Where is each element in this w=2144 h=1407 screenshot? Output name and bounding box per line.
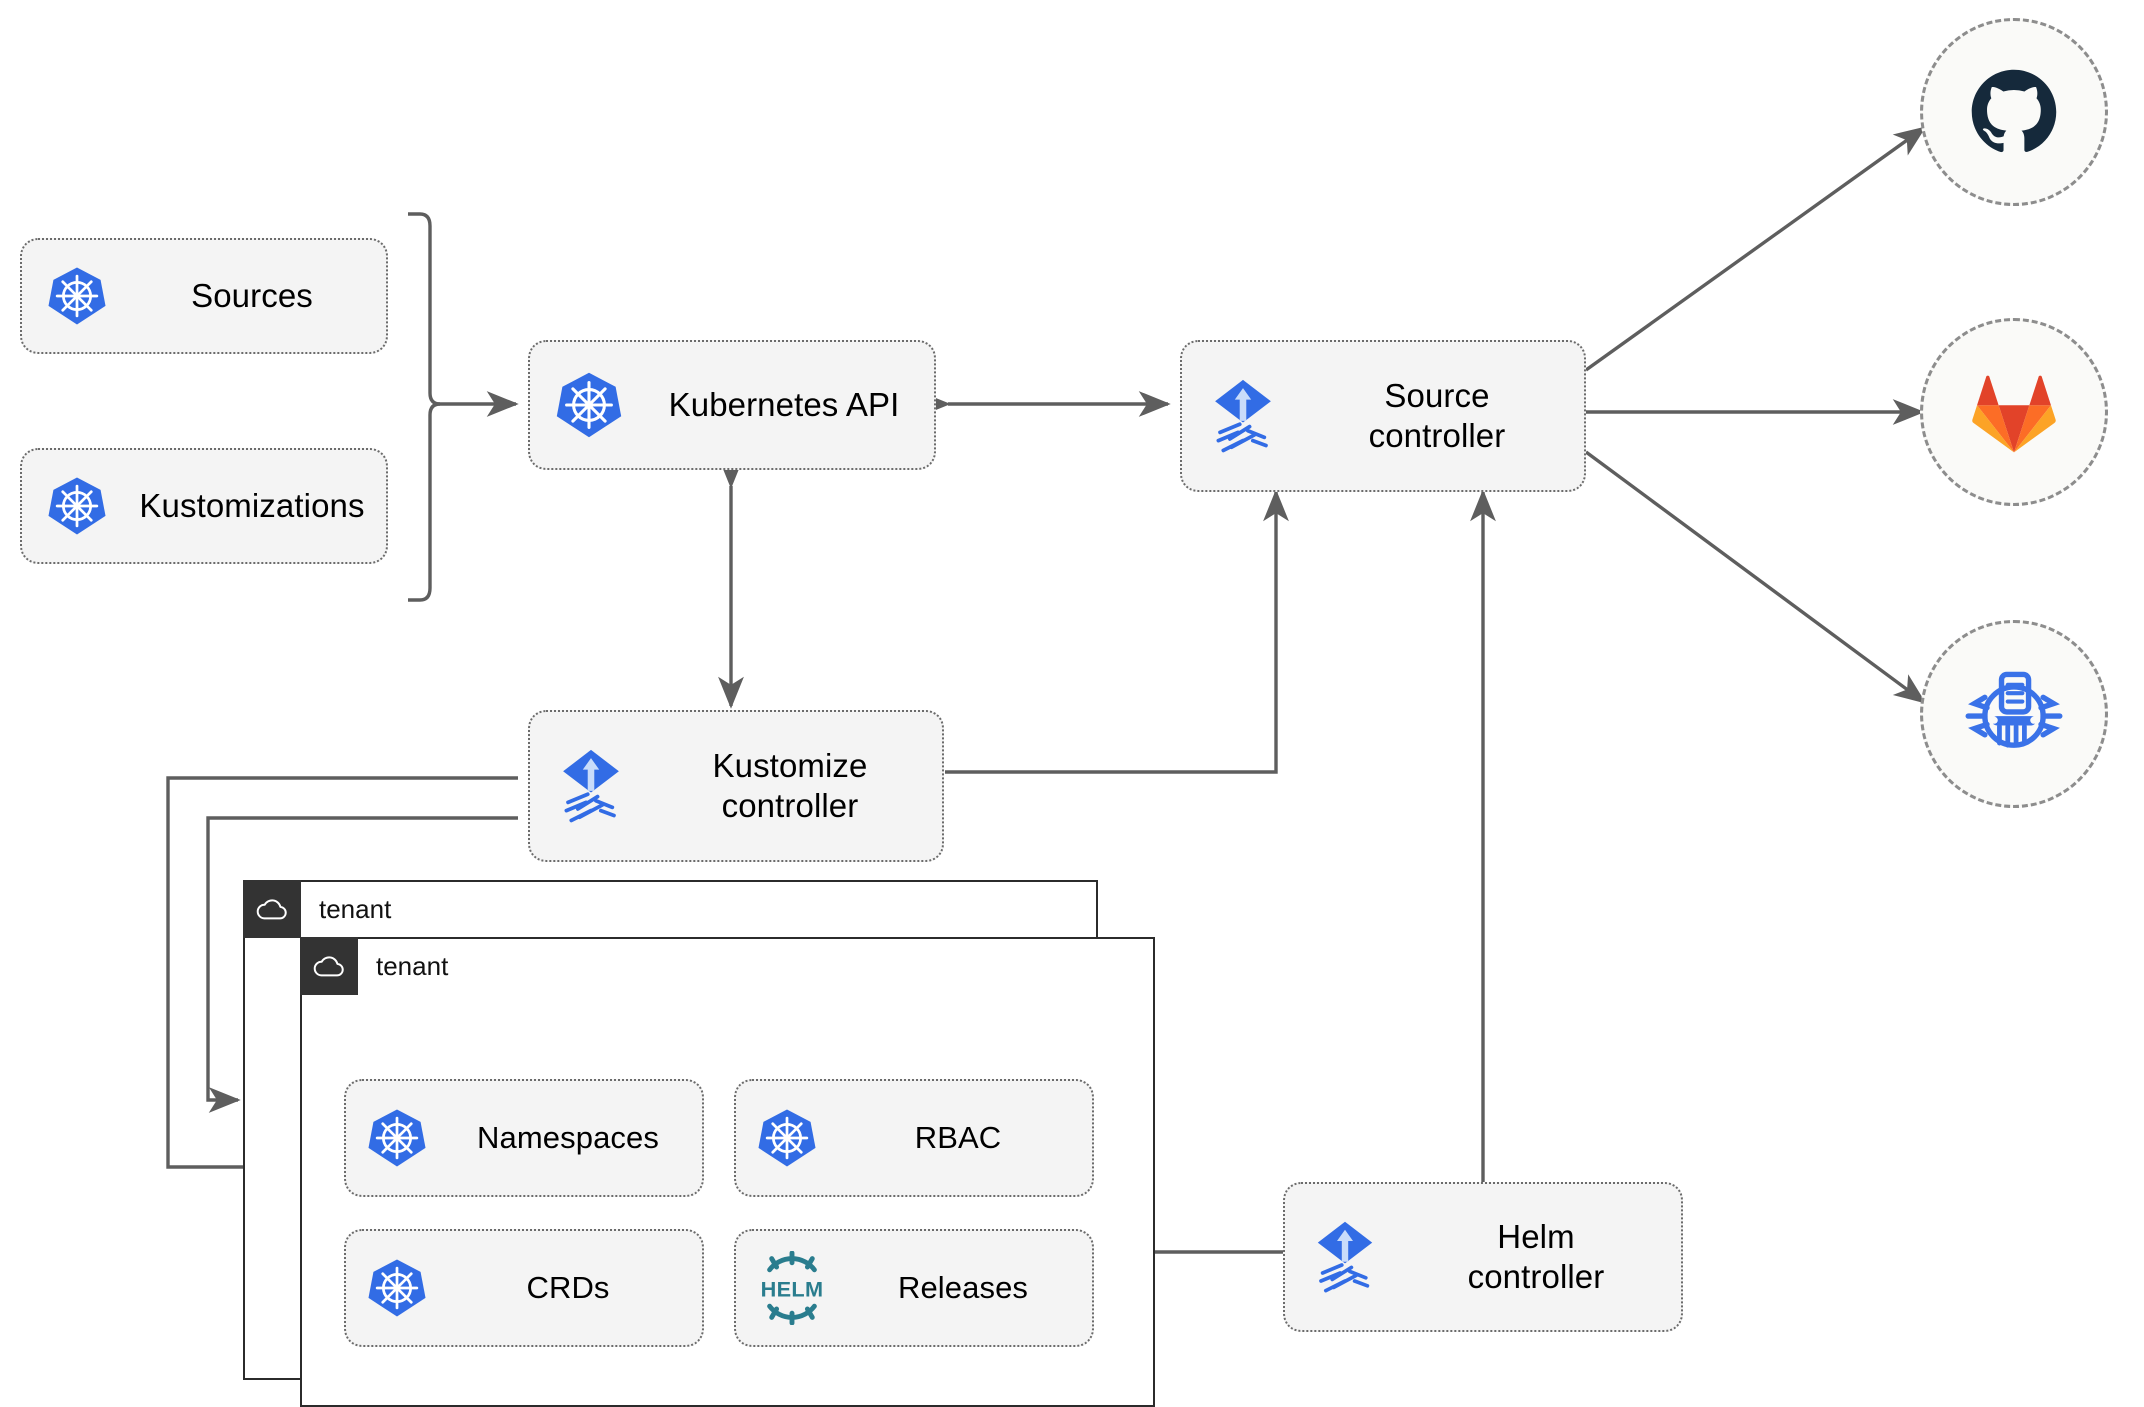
kubernetes-icon	[530, 370, 648, 440]
wire-kustomize-controller-to-source-controller	[945, 489, 1289, 774]
cloud-icon	[300, 937, 358, 995]
node-kustomize-controller-label: Kustomize controller	[712, 746, 868, 824]
node-kustomizations-label: Kustomizations	[139, 486, 365, 524]
node-releases-label: Releases	[897, 1270, 1029, 1306]
node-rbac[interactable]: RBAC	[734, 1079, 1094, 1197]
provider-gitlab[interactable]	[1920, 318, 2108, 506]
tenant-front[interactable]: tenant Name	[300, 937, 1155, 1407]
node-namespaces-label: Namespaces	[477, 1120, 659, 1156]
tenant-back-label: tenant	[319, 894, 392, 924]
flux-icon	[1285, 1217, 1405, 1297]
node-crds[interactable]: CRDs	[344, 1229, 704, 1347]
node-helm-controller-label: Helm controller	[1467, 1217, 1605, 1295]
provider-github[interactable]	[1920, 18, 2108, 206]
kubernetes-icon	[346, 1107, 448, 1169]
node-source-controller-label: Source controller	[1368, 376, 1506, 454]
node-source-controller[interactable]: Source controller	[1180, 340, 1586, 492]
kubernetes-icon	[22, 475, 132, 537]
node-kubernetes-api-label: Kubernetes API	[668, 385, 900, 423]
helm-repository-icon	[1965, 671, 2063, 748]
node-helm-controller[interactable]: Helm controller	[1283, 1182, 1683, 1332]
tenant-back-header: tenant	[243, 880, 391, 938]
flux-icon	[1182, 375, 1304, 457]
cloud-icon	[243, 880, 301, 938]
node-sources-label: Sources	[191, 276, 313, 314]
node-sources[interactable]: Sources	[20, 238, 388, 354]
node-kustomize-controller[interactable]: Kustomize controller	[528, 710, 944, 862]
wire-resources-bracket	[408, 212, 441, 602]
tenant-front-header: tenant	[300, 937, 448, 995]
provider-helm-repository[interactable]	[1920, 620, 2108, 808]
wire-source-controller-to-github	[1585, 126, 1927, 372]
helm-icon: HELM	[736, 1251, 848, 1325]
svg-text:HELM: HELM	[761, 1276, 824, 1301]
kubernetes-icon	[736, 1107, 838, 1169]
node-kustomizations[interactable]: Kustomizations	[20, 448, 388, 564]
gitlab-icon	[1972, 375, 2056, 453]
node-releases[interactable]: HELM Releases	[734, 1229, 1094, 1347]
flux-icon	[530, 745, 652, 827]
kubernetes-icon	[22, 265, 132, 327]
tenant-front-label: tenant	[376, 951, 449, 981]
wire-source-controller-to-helm-repository	[1584, 450, 1927, 704]
node-crds-label: CRDs	[526, 1270, 610, 1306]
node-namespaces[interactable]: Namespaces	[344, 1079, 704, 1197]
node-rbac-label: RBAC	[914, 1120, 1002, 1156]
node-kubernetes-api[interactable]: Kubernetes API	[528, 340, 936, 470]
kubernetes-icon	[346, 1257, 448, 1319]
github-icon	[1971, 69, 2057, 153]
